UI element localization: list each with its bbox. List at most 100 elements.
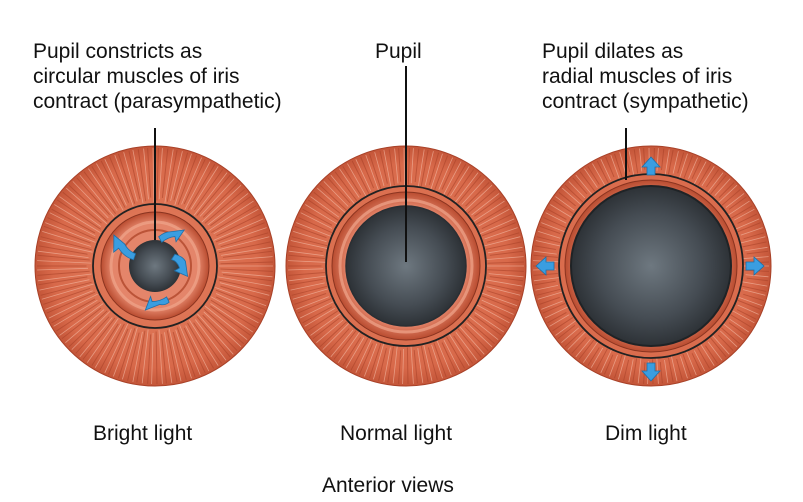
muscle-fiber xyxy=(407,147,410,185)
muscle-fiber xyxy=(183,158,206,205)
muscle-fiber xyxy=(210,296,259,324)
muscle-fiber xyxy=(127,332,140,381)
muscle-fiber xyxy=(79,317,113,358)
muscle-fiber xyxy=(474,315,502,336)
muscle-fiber xyxy=(204,188,245,224)
muscle-fiber xyxy=(215,293,263,315)
muscle-fiber xyxy=(360,156,375,189)
muscle-fiber xyxy=(41,283,94,300)
muscle-fiber xyxy=(313,191,341,214)
muscle-fiber xyxy=(319,184,347,211)
muscle-fiber xyxy=(720,330,738,348)
muscle-fiber xyxy=(215,296,261,320)
muscle-fiber xyxy=(364,343,378,377)
muscle-fiber xyxy=(742,285,767,292)
muscle-fiber xyxy=(39,240,93,253)
muscle-fiber xyxy=(572,177,588,195)
muscle-fiber xyxy=(68,184,108,222)
muscle-fiber xyxy=(193,322,223,364)
muscle-fiber xyxy=(475,205,508,225)
muscle-fiber xyxy=(86,318,119,363)
muscle-fiber xyxy=(564,329,584,348)
muscle-fiber xyxy=(484,279,523,287)
muscle-fiber xyxy=(539,296,560,305)
muscle-fiber xyxy=(290,240,328,250)
muscle-fiber xyxy=(458,325,485,355)
muscle-fiber xyxy=(680,356,688,379)
iris-dim xyxy=(530,128,772,387)
iris-outline xyxy=(530,145,772,387)
muscle-fiber xyxy=(49,212,96,237)
muscle-fiber xyxy=(443,339,461,372)
muscle-fiber xyxy=(307,310,339,332)
muscle-fiber xyxy=(51,208,96,234)
muscle-fiber xyxy=(486,286,521,296)
muscle-fiber xyxy=(88,168,118,211)
muscle-fiber xyxy=(584,168,598,188)
muscle-fiber xyxy=(175,329,192,379)
muscle-fiber xyxy=(118,153,136,204)
muscle-fiber xyxy=(542,302,566,314)
muscle-fiber xyxy=(104,323,129,373)
muscle-fiber xyxy=(481,222,516,237)
muscle-fiber xyxy=(193,172,228,216)
muscle-fiber xyxy=(461,178,486,205)
muscle-fiber xyxy=(43,225,91,244)
muscle-fiber xyxy=(155,331,158,385)
muscle-fiber xyxy=(174,153,192,206)
muscle-fiber xyxy=(541,300,563,310)
muscle-fiber xyxy=(720,327,741,345)
circular-arrows xyxy=(113,229,189,311)
muscle-fiber xyxy=(579,171,596,192)
muscle-fiber xyxy=(164,332,173,383)
muscle-fiber xyxy=(737,222,761,233)
muscle-fiber xyxy=(600,349,613,373)
muscle-fiber xyxy=(312,317,340,339)
muscle-fiber xyxy=(216,213,262,237)
muscle-fiber xyxy=(590,347,604,368)
muscle-fiber xyxy=(79,174,115,217)
muscle-fiber xyxy=(677,152,685,174)
muscle-fiber xyxy=(541,222,566,233)
muscle-fiber xyxy=(183,327,206,374)
muscle-fiber xyxy=(215,287,267,307)
muscle-fiber xyxy=(59,303,104,336)
muscle-fiber xyxy=(208,200,254,232)
muscle-fiber xyxy=(221,246,272,256)
muscle-fiber xyxy=(603,354,614,375)
muscle-fiber xyxy=(219,282,270,296)
muscle-fiber xyxy=(475,308,507,328)
muscle-fiber xyxy=(387,346,394,383)
muscle-fiber xyxy=(378,348,387,381)
muscle-fiber xyxy=(83,171,116,215)
label-line: circular muscles of iris xyxy=(33,65,240,88)
muscle-fiber xyxy=(737,299,761,310)
muscle-fiber xyxy=(441,342,457,374)
arrow-left-icon xyxy=(535,256,555,276)
muscle-fiber xyxy=(592,163,606,187)
muscle-fiber xyxy=(123,152,138,202)
muscle-fiber xyxy=(731,205,753,219)
muscle-fiber xyxy=(688,157,698,179)
muscle-fiber xyxy=(43,287,91,305)
muscle-fiber xyxy=(218,256,273,262)
muscle-fiber xyxy=(132,150,144,204)
muscle-fiber xyxy=(59,196,102,227)
muscle-fiber xyxy=(122,327,138,380)
muscle-fiber xyxy=(725,193,745,208)
muscle-fiber xyxy=(670,355,678,382)
muscle-fiber xyxy=(746,250,769,255)
muscle-fiber xyxy=(210,303,254,333)
muscle-fiber xyxy=(310,196,340,218)
muscle-fiber xyxy=(161,148,169,198)
muscle-fiber xyxy=(193,169,224,211)
muscle-fiber xyxy=(147,148,152,198)
muscle-fiber xyxy=(441,158,457,190)
muscle-fiber xyxy=(215,289,265,310)
muscle-fiber xyxy=(302,208,333,226)
muscle-fiber xyxy=(741,281,768,287)
muscle-fiber xyxy=(158,148,163,200)
bright-light-label: Pupil constricts as circular muscles of … xyxy=(33,39,282,114)
muscle-fiber xyxy=(428,152,440,185)
muscle-fiber xyxy=(307,199,339,221)
